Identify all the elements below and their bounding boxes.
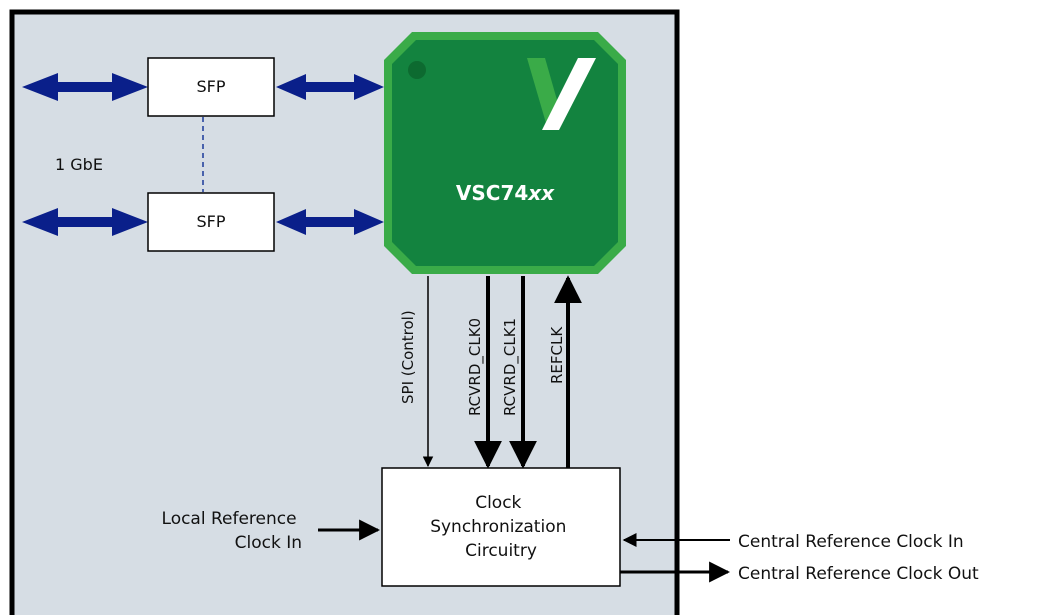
chip-pin1-dot — [408, 61, 426, 79]
gbe-label: 1 GbE — [55, 155, 103, 174]
central-ref-out-label: Central Reference Clock Out — [738, 564, 979, 584]
sfp-top-label: SFP — [196, 77, 225, 96]
sfp-bottom-label: SFP — [196, 212, 225, 231]
rcvrd-clk0-label: RCVRD_CLK0 — [466, 318, 485, 416]
refclk-label: REFCLK — [548, 326, 566, 384]
spi-control-label: SPI (Control) — [399, 310, 417, 404]
chip-label: VSC74xx — [456, 181, 555, 205]
rcvrd-clk1-label: RCVRD_CLK1 — [501, 318, 520, 416]
central-ref-in-label: Central Reference Clock In — [738, 532, 964, 552]
